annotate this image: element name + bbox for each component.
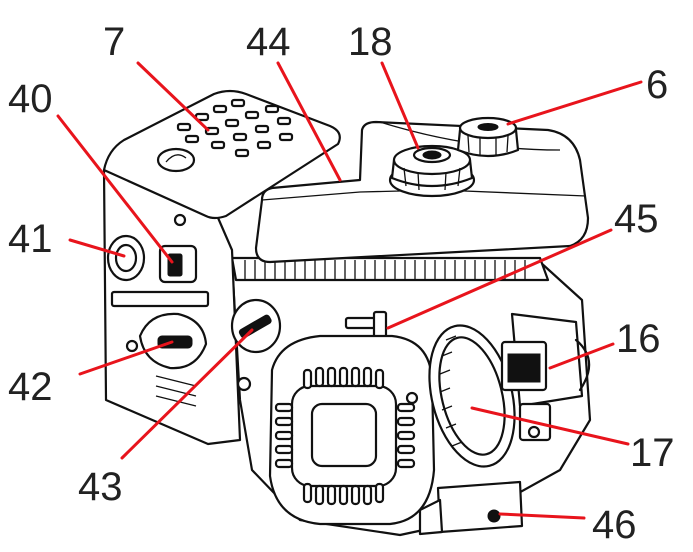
cooling-fins-band bbox=[230, 256, 550, 282]
body-screw-left bbox=[236, 376, 252, 392]
recoil-starter-slots bbox=[274, 366, 416, 506]
callout-labels: 7 44 18 6 40 41 45 16 42 43 17 46 bbox=[8, 20, 675, 547]
oil-cap bbox=[456, 116, 520, 158]
callout-6: 6 bbox=[646, 63, 668, 107]
callout-42: 42 bbox=[8, 365, 53, 409]
leader-line-16 bbox=[548, 342, 615, 370]
leader-line-41 bbox=[68, 238, 126, 258]
leader-line-45 bbox=[386, 228, 613, 330]
control-box-screw bbox=[173, 213, 187, 227]
callout-46: 46 bbox=[592, 503, 637, 547]
recoil-starter-hub bbox=[310, 402, 378, 468]
leader-line-17 bbox=[470, 406, 630, 446]
control-box-vents bbox=[176, 98, 294, 158]
control-box-logo bbox=[156, 147, 196, 173]
throttle-lever bbox=[344, 310, 388, 344]
callout-45: 45 bbox=[614, 197, 659, 241]
callout-43: 43 bbox=[78, 465, 123, 509]
ignition-module bbox=[500, 312, 591, 442]
callout-40: 40 bbox=[8, 77, 53, 121]
callout-7: 7 bbox=[103, 20, 125, 64]
leader-line-40 bbox=[56, 114, 174, 264]
leader-line-7 bbox=[136, 61, 210, 132]
engine-line-art bbox=[102, 89, 592, 537]
control-box-slots bbox=[155, 375, 197, 407]
callout-16: 16 bbox=[616, 317, 661, 361]
leader-line-42 bbox=[78, 340, 174, 376]
leader-line-43 bbox=[120, 328, 254, 460]
leader-line-18 bbox=[380, 61, 420, 150]
control-box-plate bbox=[110, 290, 210, 308]
callout-18: 18 bbox=[348, 20, 393, 64]
leader-line-44 bbox=[276, 61, 342, 182]
indicator-socket bbox=[158, 244, 198, 284]
leader-lines bbox=[56, 61, 643, 520]
engine-base bbox=[418, 480, 524, 536]
key-switch bbox=[106, 234, 146, 282]
cooling-fins bbox=[244, 260, 526, 279]
recoil-starter-screw bbox=[405, 391, 419, 405]
callout-17: 17 bbox=[630, 431, 675, 475]
leader-line-6 bbox=[506, 80, 643, 126]
callout-44: 44 bbox=[246, 20, 291, 64]
callout-41: 41 bbox=[8, 217, 53, 261]
fuel-cap bbox=[388, 144, 476, 198]
leader-line-46 bbox=[498, 512, 586, 520]
